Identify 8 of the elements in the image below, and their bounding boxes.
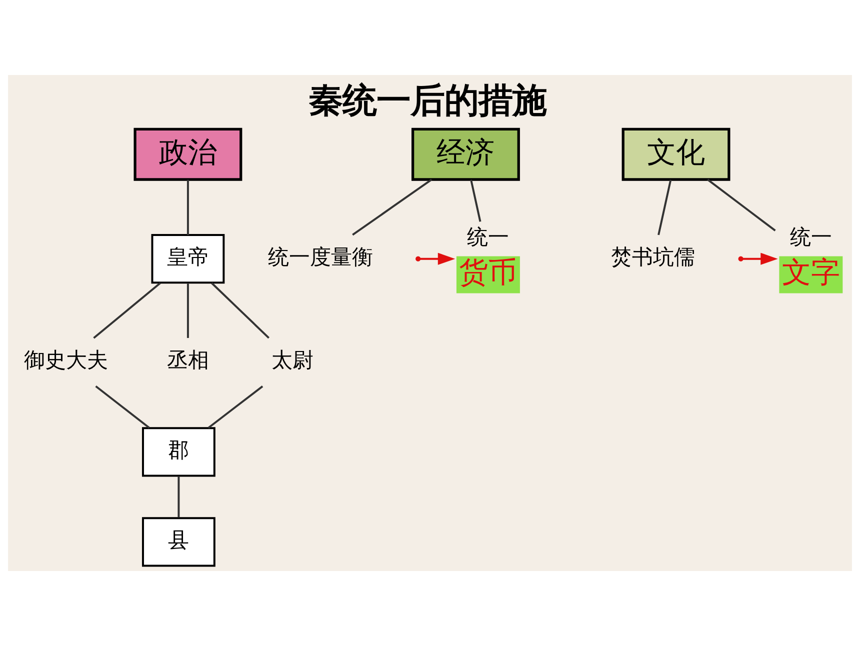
node-label: 统一 <box>467 224 510 249</box>
node-text: 丞相 <box>166 346 209 372</box>
node-label: 统一 <box>790 224 832 249</box>
diagram-title: 秦统一后的措施 <box>308 80 546 120</box>
node-text: 御史大夫 <box>24 346 108 372</box>
node-text: 太尉 <box>271 346 314 372</box>
node-text: 焚书坑儒 <box>611 243 696 268</box>
node-text: 统一度量衡 <box>268 243 373 268</box>
